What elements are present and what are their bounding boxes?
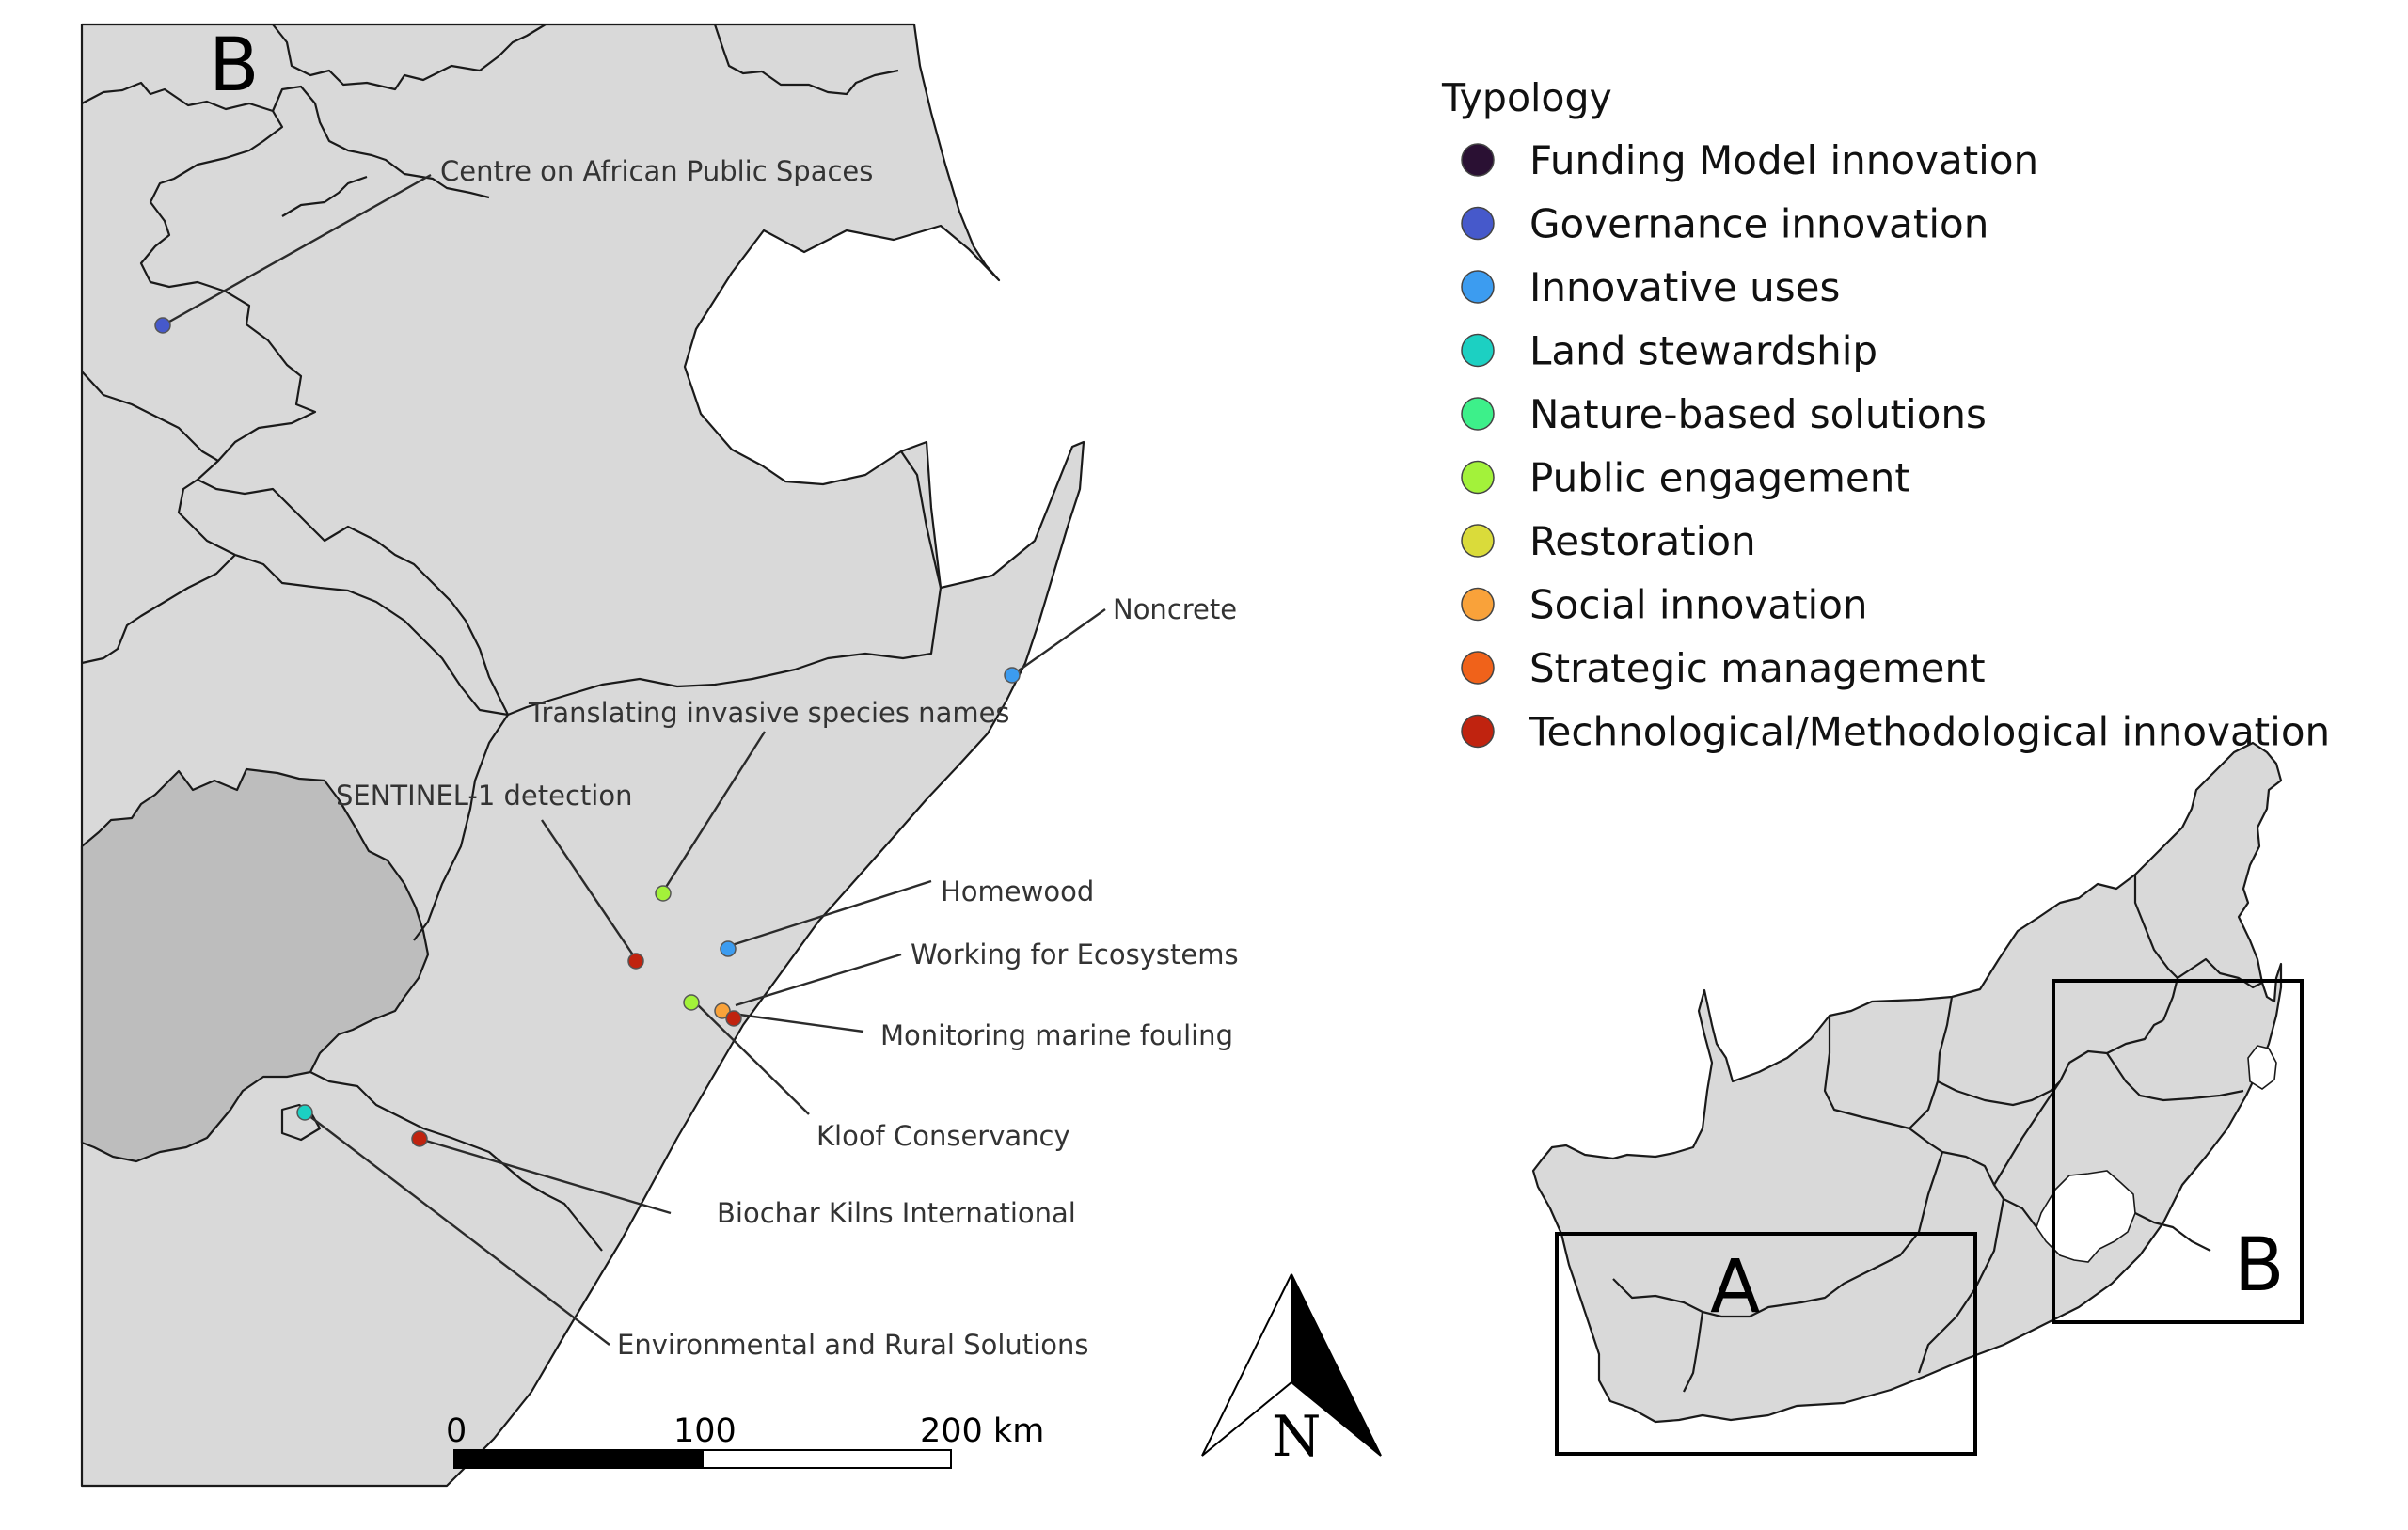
site-marker-homewood <box>720 940 737 957</box>
site-marker-env-rural <box>296 1104 313 1121</box>
legend-label: Innovative uses <box>1529 264 1840 310</box>
scale-tick-0: 0 <box>446 1412 467 1450</box>
inset-label-b: B <box>2234 1223 2285 1308</box>
scale-tick-200: 200 km <box>920 1412 1044 1450</box>
legend-swatch <box>1461 143 1495 177</box>
site-label: Translating invasive species names <box>528 697 1010 729</box>
panel-letter-b: B <box>209 24 260 108</box>
legend-swatch <box>1461 651 1495 685</box>
site-label: Kloof Conservancy <box>816 1120 1070 1152</box>
legend-swatch <box>1461 524 1495 558</box>
legend-item: Strategic management <box>1461 645 1986 691</box>
north-letter: N <box>1272 1404 1322 1470</box>
legend-item: Innovative uses <box>1461 264 1840 310</box>
legend-swatch <box>1461 206 1495 241</box>
site-labels: Centre on African Public Spaces Noncrete… <box>336 155 1239 1361</box>
legend-item: Social innovation <box>1461 582 1868 628</box>
site-label: Working for Ecosystems <box>911 939 1239 970</box>
legend-label: Land stewardship <box>1529 328 1877 374</box>
legend-item: Restoration <box>1461 518 1756 564</box>
legend-label: Restoration <box>1529 518 1756 564</box>
land-mass <box>80 23 1085 1488</box>
lesotho <box>80 767 430 1163</box>
legend-swatch <box>1461 333 1495 368</box>
legend-item: Public engagement <box>1461 455 1910 501</box>
legend: Typology Funding Model innovationGoverna… <box>1441 75 2330 755</box>
site-label: Monitoring marine fouling <box>880 1019 1233 1051</box>
site-marker-biochar <box>411 1130 428 1147</box>
inset-label-a: A <box>1710 1245 1760 1330</box>
legend-label: Social innovation <box>1529 582 1868 628</box>
main-map <box>80 23 1085 1488</box>
inset-box-a <box>1555 1232 1977 1456</box>
inset-box-b <box>2052 979 2304 1324</box>
legend-swatch <box>1461 714 1495 749</box>
site-label: Centre on African Public Spaces <box>440 155 873 187</box>
site-label: SENTINEL-1 detection <box>336 780 632 812</box>
site-label: Noncrete <box>1113 593 1237 625</box>
north-arrow-icon: N <box>1201 1273 1382 1470</box>
legend-title: Typology <box>1441 75 1612 120</box>
legend-swatch <box>1461 460 1495 495</box>
legend-label: Public engagement <box>1529 455 1910 501</box>
inset-map: A B <box>1531 741 2304 1456</box>
site-marker-centre-public-spaces <box>154 317 171 334</box>
site-label: Homewood <box>941 875 1094 907</box>
legend-label: Funding Model innovation <box>1529 137 2038 183</box>
legend-label: Strategic management <box>1529 645 1986 691</box>
site-label: Biochar Kilns International <box>717 1197 1076 1229</box>
legend-label: Nature-based solutions <box>1529 391 1987 437</box>
site-marker-monitoring-fouling <box>725 1010 742 1027</box>
legend-label: Governance innovation <box>1529 201 1988 247</box>
scale-tick-100: 100 <box>673 1412 737 1450</box>
border-lines <box>81 81 317 556</box>
site-marker-kloof <box>683 994 700 1011</box>
legend-item: Technological/Methodological innovation <box>1461 709 2330 755</box>
site-marker-noncrete <box>1004 667 1021 684</box>
site-markers <box>154 317 1021 1147</box>
site-label: Environmental and Rural Solutions <box>617 1329 1088 1361</box>
site-marker-working-ecosystems <box>714 1002 731 1019</box>
legend-item: Funding Model innovation <box>1461 137 2038 183</box>
legend-swatch <box>1461 397 1495 431</box>
site-marker-sentinel <box>627 953 644 970</box>
legend-item: Nature-based solutions <box>1461 391 1987 437</box>
legend-item: Governance innovation <box>1461 201 1988 247</box>
leader-lines <box>162 173 1106 1346</box>
inset-south-africa <box>1531 741 2283 1424</box>
legend-swatch <box>1461 587 1495 622</box>
site-marker-translating <box>655 885 672 902</box>
inset-lesotho <box>2036 1170 2136 1263</box>
legend-swatch <box>1461 270 1495 304</box>
legend-item: Land stewardship <box>1461 328 1877 374</box>
scale-bar: 0 100 200 km <box>446 1412 1044 1469</box>
legend-label: Technological/Methodological innovation <box>1529 709 2330 755</box>
